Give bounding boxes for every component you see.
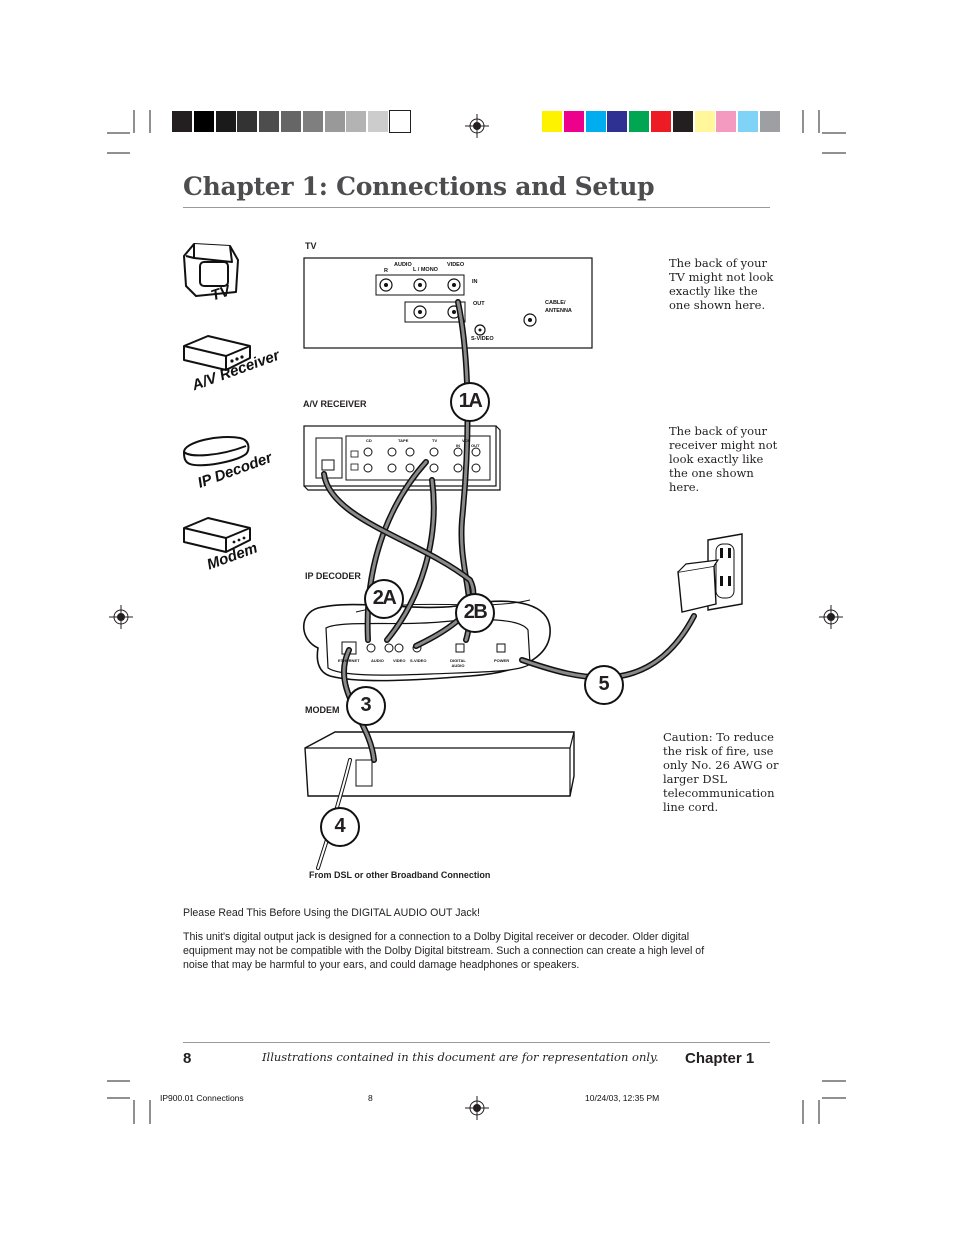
gray-swatch bbox=[346, 111, 367, 132]
receiver-tape: TAPE bbox=[398, 438, 409, 443]
color-swatch bbox=[738, 111, 759, 132]
ip-decoder-icon bbox=[183, 436, 250, 467]
step-4-label: 4 bbox=[334, 815, 346, 837]
step-5-circle bbox=[584, 665, 624, 705]
tv-panel-l-mono: L / MONO bbox=[413, 267, 438, 273]
modem-heading: MODEM bbox=[305, 705, 340, 715]
chapter-label: Chapter 1 bbox=[685, 1050, 755, 1067]
color-swatch bbox=[760, 111, 780, 132]
receiver-back-panel bbox=[303, 425, 501, 491]
gray-swatch bbox=[193, 111, 214, 132]
step-2a-label: 2A bbox=[372, 587, 397, 609]
color-swatch bbox=[563, 111, 584, 132]
gray-swatch bbox=[302, 111, 323, 132]
step-3-circle bbox=[346, 686, 386, 726]
decoder-video: VIDEO bbox=[393, 658, 406, 663]
page-number: 8 bbox=[183, 1050, 192, 1067]
gray-swatch bbox=[281, 111, 301, 132]
tv-panel-r: R bbox=[384, 268, 388, 274]
modem-box bbox=[304, 731, 575, 797]
step-2b-circle bbox=[455, 593, 495, 633]
step-1a-label: 1A bbox=[458, 390, 483, 412]
av-receiver-icon bbox=[183, 335, 251, 371]
color-swatch bbox=[585, 111, 606, 132]
step-2b-label: 2B bbox=[463, 601, 488, 623]
step-5-label: 5 bbox=[598, 673, 610, 695]
slug-filename: IP900.01 Connections bbox=[160, 1093, 244, 1103]
decoder-heading: IP DECODER bbox=[305, 571, 361, 581]
dsl-caption: From DSL or other Broadband Connection bbox=[309, 870, 491, 880]
tv-panel-svideo: S-VIDEO bbox=[471, 336, 494, 342]
tv-heading: TV bbox=[305, 241, 317, 251]
digital-audio-warning-heading: Please Read This Before Using the DIGITA… bbox=[183, 907, 480, 919]
page-title: Chapter 1: Connections and Setup bbox=[183, 172, 655, 201]
footer-rule bbox=[183, 1042, 770, 1043]
decoder-digital-audio: DIGITAL AUDIO bbox=[450, 658, 466, 668]
gray-swatch bbox=[324, 111, 345, 132]
decoder-ethernet: ETHERNET bbox=[338, 658, 360, 663]
decoder-svideo: S-VIDEO bbox=[410, 658, 427, 663]
step-2a-circle bbox=[364, 579, 404, 619]
wall-outlet bbox=[677, 533, 743, 613]
receiver-tv: TV bbox=[432, 438, 438, 443]
tv-panel-in: IN bbox=[472, 279, 478, 285]
color-swatch bbox=[607, 111, 628, 132]
representation-note: Illustrations contained in this document… bbox=[262, 1050, 659, 1064]
tv-panel-antenna: ANTENNA bbox=[545, 308, 572, 314]
gray-swatch bbox=[389, 110, 411, 133]
gray-swatch bbox=[237, 111, 258, 132]
color-swatch bbox=[672, 111, 693, 132]
tv-panel-audio: AUDIO bbox=[394, 262, 412, 268]
color-swatch bbox=[629, 111, 650, 132]
slug-date: 10/24/03, 12:35 PM bbox=[585, 1093, 660, 1103]
tv-panel-out: OUT bbox=[473, 301, 485, 307]
receiver-in: IN bbox=[456, 443, 460, 448]
step-1a-circle bbox=[450, 382, 490, 422]
gray-swatch bbox=[172, 111, 192, 132]
title-rule bbox=[183, 207, 770, 208]
color-swatch bbox=[694, 111, 715, 132]
tv-icon bbox=[183, 243, 239, 297]
receiver-out: OUT bbox=[471, 443, 480, 448]
tv-panel-cable: CABLE/ bbox=[545, 300, 566, 306]
color-swatch bbox=[716, 111, 737, 132]
connection-diagram bbox=[303, 257, 743, 870]
gray-swatch bbox=[368, 111, 389, 132]
receiver-vcr: VCR bbox=[462, 438, 471, 443]
step-4-circle bbox=[320, 807, 360, 847]
modem-icon bbox=[183, 517, 251, 553]
step-3-label: 3 bbox=[360, 694, 372, 716]
decoder-audio: AUDIO bbox=[371, 658, 384, 663]
receiver-cd: CD bbox=[366, 438, 372, 443]
digital-audio-warning-paragraph: This unit's digital output jack is desig… bbox=[183, 931, 705, 971]
gray-swatch bbox=[259, 111, 280, 132]
color-swatch bbox=[651, 111, 671, 132]
receiver-heading: A/V RECEIVER bbox=[303, 399, 367, 409]
slug-page: 8 bbox=[368, 1093, 373, 1103]
color-swatch bbox=[542, 111, 562, 132]
decoder-power: POWER bbox=[494, 658, 510, 663]
tv-panel-video: VIDEO bbox=[447, 262, 465, 268]
gray-swatch bbox=[215, 111, 236, 132]
